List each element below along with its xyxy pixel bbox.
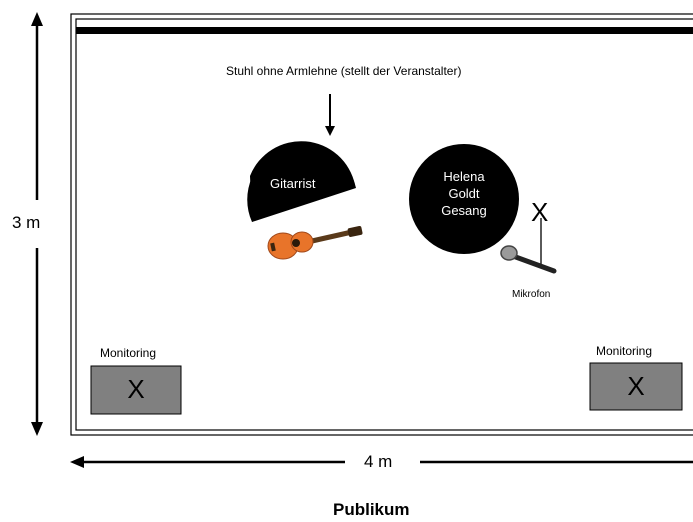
back-wall-bar	[76, 27, 693, 34]
chair-pointer-arrow	[325, 94, 335, 136]
singer-name-last: Goldt	[448, 186, 480, 201]
stage-inner-frame	[75, 18, 693, 431]
width-dimension-label: 4 m	[364, 452, 393, 471]
microphone-label: Mikrofon	[512, 289, 551, 300]
monitor-right-box	[589, 362, 683, 411]
guitarist-label: Gitarrist	[270, 176, 316, 191]
width-dimension-arrow	[70, 456, 693, 468]
mic-position-mark: X	[531, 197, 549, 227]
audience-label: Publikum	[333, 500, 410, 519]
stage-outer-frame	[70, 13, 693, 436]
singer-label: Helena Goldt Gesang	[414, 168, 514, 219]
monitor-left-label: Monitoring	[100, 346, 157, 360]
singer-circle	[409, 144, 519, 254]
monitor-left-box	[90, 365, 182, 415]
microphone-icon	[500, 245, 557, 274]
guitar-icon	[267, 226, 363, 260]
guitarist-chair-shape-main	[247, 144, 356, 222]
monitor-left-mark: X	[127, 374, 145, 404]
monitor-right-mark: X	[627, 371, 645, 401]
singer-name-first: Helena	[443, 169, 485, 184]
singer-role: Gesang	[441, 203, 487, 218]
monitor-right-label: Monitoring	[596, 344, 653, 358]
chair-note-label: Stuhl ohne Armlehne (stellt der Veransta…	[226, 64, 462, 78]
depth-dimension-arrow	[31, 12, 43, 436]
depth-dimension-label: 3 m	[12, 213, 41, 232]
